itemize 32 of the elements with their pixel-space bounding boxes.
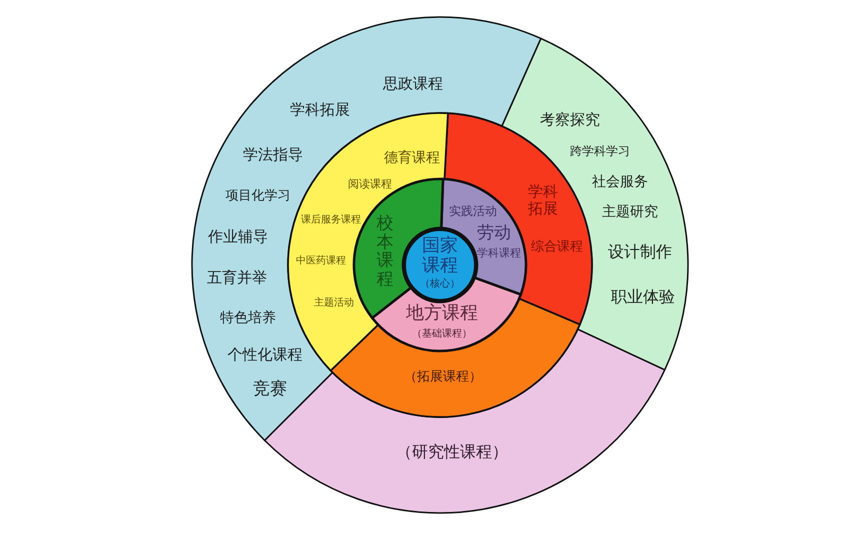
segment-label: （基础课程） — [412, 328, 472, 340]
segment-label: 项目化学习 — [226, 190, 290, 204]
segment-label: 国家课程 — [421, 236, 459, 276]
segment-label: 劳动 — [477, 224, 511, 244]
segment-label: 主题活动 — [314, 297, 354, 309]
segment-label: 地方课程 — [406, 304, 478, 324]
segment-label: 设计制作 — [608, 242, 672, 262]
segment-label: 个性化课程 — [228, 346, 302, 364]
segment-label: 学科拓展 — [290, 101, 350, 119]
segment-label: 特色培养 — [220, 310, 276, 326]
segment-label: 五育并举 — [207, 269, 267, 287]
segment-label: （拓展课程） — [404, 370, 482, 386]
segment-label: 校本课程 — [376, 214, 394, 290]
segment-label: 作业辅导 — [208, 228, 268, 246]
segment-label: 课后服务课程 — [301, 214, 361, 226]
segment-label: 主题研究 — [602, 204, 658, 220]
segment-label: 德育课程 — [384, 150, 440, 166]
segment-label: 学科课程 — [477, 248, 521, 260]
segment-label: 竞赛 — [253, 380, 287, 400]
segment-label: 思政课程 — [383, 75, 443, 93]
segment-label: 中医药课程 — [296, 255, 346, 267]
segment-label: 考察探究 — [540, 111, 600, 129]
segment-label: 职业体验 — [611, 288, 675, 306]
segment-label: 综合课程 — [531, 240, 583, 256]
segment-label: 阅读课程 — [348, 178, 392, 192]
segment-label: 学科拓展 — [527, 184, 559, 216]
segment-label: 跨学科学习 — [570, 145, 630, 159]
segment-label: （核心） — [420, 278, 460, 290]
segment-label: 社会服务 — [592, 174, 648, 190]
segment-label: 学法指导 — [243, 146, 303, 164]
segment-label: （研究性课程） — [396, 442, 508, 462]
segment-label: 实践活动 — [449, 205, 497, 219]
